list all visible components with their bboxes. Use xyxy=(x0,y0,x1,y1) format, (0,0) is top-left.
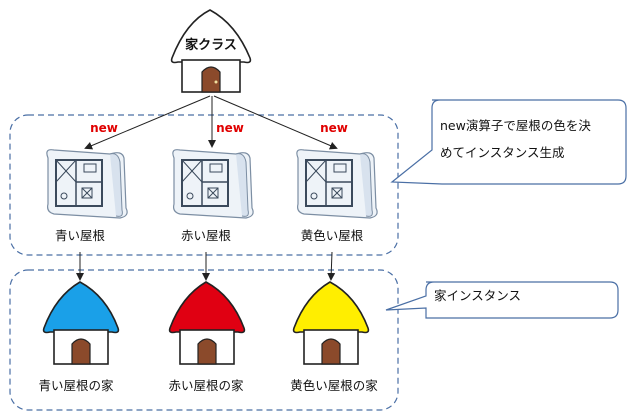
blueprints-group-box xyxy=(9,114,399,256)
house-label-yellow: 黄色い屋根の家 xyxy=(290,378,378,393)
yellow-house-icon xyxy=(292,281,370,365)
top-house-label: 家クラス xyxy=(185,37,237,53)
new-label-red: new xyxy=(216,121,244,135)
blueprint-label-yellow: 黄色い屋根 xyxy=(301,228,364,243)
red-house-icon xyxy=(168,281,246,365)
blueprint-icon-red xyxy=(171,148,255,219)
top-house-icon xyxy=(170,9,252,93)
blueprints-callout-line1: new演算子で屋根の色を決 xyxy=(440,118,591,133)
house-label-red: 赤い屋根の家 xyxy=(168,378,244,393)
arrow-to-blue-blueprint xyxy=(84,95,211,150)
blueprint-label-red: 赤い屋根 xyxy=(181,228,232,243)
house-label-blue: 青い屋根の家 xyxy=(38,378,114,393)
arrow-to-yellow-blueprint xyxy=(213,95,338,150)
new-label-yellow: new xyxy=(320,121,348,135)
blueprints-callout-line2: めてインスタンス生成 xyxy=(440,145,565,160)
new-label-blue: new xyxy=(90,121,118,135)
blueprint-icon-blue xyxy=(45,148,129,219)
houses-callout xyxy=(385,281,619,319)
arrow-to-yellow-house xyxy=(327,251,336,281)
blueprint-label-blue: 青い屋根 xyxy=(55,228,106,243)
houses-group-box xyxy=(9,269,399,411)
blue-house-icon xyxy=(42,281,120,365)
blueprints-callout xyxy=(390,99,627,185)
blueprint-icon-yellow xyxy=(295,148,379,219)
houses-callout-text: 家インスタンス xyxy=(434,288,521,303)
